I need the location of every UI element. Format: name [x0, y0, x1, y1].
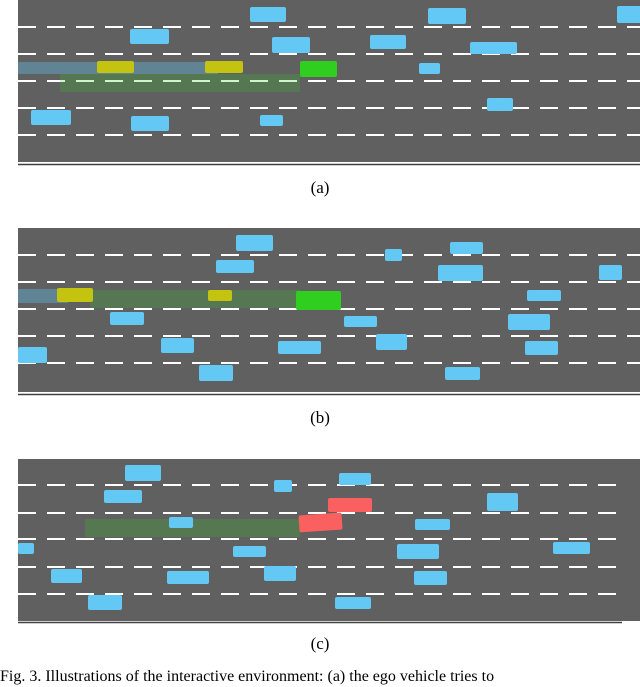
- vehicle: [445, 367, 480, 380]
- vehicle: [525, 341, 558, 355]
- vehicle: [260, 115, 283, 126]
- ego-vehicle: [296, 291, 341, 310]
- vehicle: [272, 37, 310, 53]
- background-vehicles: [18, 465, 590, 610]
- vehicle: [274, 480, 292, 492]
- figure-caption: Fig. 3. Illustrations of the interactive…: [0, 668, 495, 685]
- vehicle: [450, 242, 483, 254]
- vehicle: [125, 465, 161, 481]
- vehicle: [508, 314, 550, 330]
- predicted-vehicles: [57, 288, 232, 302]
- vehicle: [370, 35, 406, 49]
- panel-label-b: (b): [310, 408, 330, 427]
- road-scene-c: [18, 459, 640, 624]
- panel-b: (b): [0, 228, 640, 428]
- vehicle: [617, 6, 640, 23]
- road-scene-a: [18, 0, 640, 166]
- vehicle: [167, 571, 209, 584]
- lane-markings: [18, 26, 640, 136]
- collision-vehicles: [298, 498, 372, 533]
- vehicle: [438, 265, 483, 281]
- panel-label-c: (c): [310, 634, 330, 653]
- vehicle: [487, 98, 513, 111]
- background-vehicles: [18, 235, 622, 381]
- vehicle: [328, 498, 372, 512]
- vehicle: [88, 595, 122, 610]
- vehicle: [376, 334, 407, 350]
- vehicle: [233, 546, 266, 557]
- vehicle: [205, 61, 243, 73]
- panel-c: (c): [0, 459, 640, 659]
- ego-vehicle: [300, 61, 337, 77]
- vehicle: [527, 290, 561, 301]
- vehicle: [487, 493, 518, 511]
- vehicle: [130, 29, 169, 44]
- panel-label-a: (a): [310, 178, 330, 197]
- vehicle: [278, 341, 321, 354]
- vehicle: [428, 8, 466, 24]
- vehicle: [250, 7, 286, 22]
- vehicle: [344, 316, 377, 327]
- vehicle: [18, 543, 34, 554]
- vehicle: [131, 116, 169, 131]
- background-vehicles: [31, 6, 640, 131]
- vehicle: [104, 490, 142, 503]
- vehicle: [110, 312, 144, 325]
- vehicle: [208, 290, 232, 301]
- vehicle: [31, 110, 71, 125]
- vehicle: [169, 517, 193, 528]
- vehicle: [414, 571, 447, 585]
- vehicle: [339, 473, 371, 485]
- lane-markings: [18, 484, 622, 595]
- vehicle: [216, 260, 254, 273]
- vehicle: [57, 288, 93, 302]
- vehicle: [264, 566, 296, 581]
- vehicle: [18, 347, 47, 363]
- vehicle: [415, 519, 450, 530]
- vehicle: [397, 544, 439, 559]
- vehicle: [470, 42, 517, 54]
- vehicle: [97, 61, 134, 73]
- vehicle: [199, 365, 233, 381]
- lane-markings: [18, 254, 640, 364]
- predicted-vehicles: [97, 61, 243, 73]
- vehicle: [236, 235, 273, 251]
- vehicle: [161, 338, 194, 353]
- panel-a: (a): [0, 0, 640, 200]
- vehicle: [553, 542, 590, 554]
- trajectory-trails: [85, 519, 300, 537]
- road-scene-b: [18, 228, 640, 396]
- vehicle: [599, 265, 622, 280]
- vehicle: [51, 569, 82, 583]
- vehicle: [335, 597, 371, 609]
- vehicle: [298, 512, 343, 533]
- vehicle: [385, 249, 402, 261]
- vehicle: [419, 63, 440, 74]
- trajectory-trails: [18, 289, 300, 308]
